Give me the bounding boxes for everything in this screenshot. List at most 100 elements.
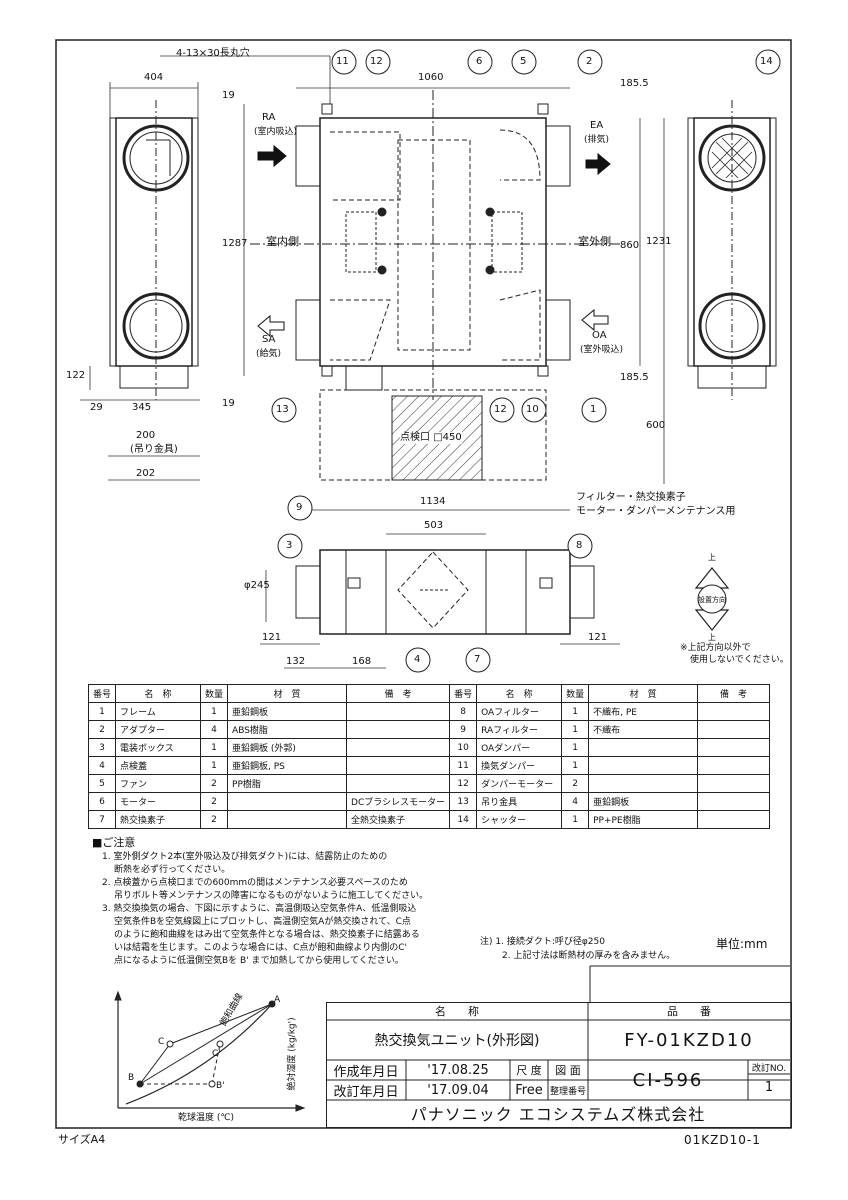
table-cell: 2 bbox=[200, 810, 229, 829]
paper-size: サイズA4 bbox=[58, 1133, 106, 1146]
oa-label: OA bbox=[592, 330, 607, 341]
dim-121-right: 121 bbox=[588, 632, 608, 643]
tb-code: FY-01KZD10 bbox=[624, 1029, 754, 1051]
balloon-3: 3 bbox=[286, 540, 293, 551]
note-1b: 断熱を必ず行ってください。 bbox=[114, 865, 231, 875]
balloon-6: 6 bbox=[476, 56, 483, 67]
table-cell bbox=[588, 756, 699, 775]
orient-mid: 設置方向 bbox=[698, 596, 726, 604]
chart-xlabel: 乾球温度 (℃) bbox=[178, 1113, 234, 1123]
th-note-2: 備 考 bbox=[697, 684, 770, 703]
tb-revno-value: 1 bbox=[764, 1079, 774, 1095]
balloon-10: 10 bbox=[526, 404, 539, 415]
th-name-2: 名 称 bbox=[476, 684, 563, 703]
right-side-view bbox=[687, 100, 777, 400]
table-cell: 電装ボックス bbox=[115, 738, 202, 757]
indoor-label: 室内側 bbox=[266, 235, 299, 248]
table-cell bbox=[346, 738, 451, 757]
notes-title: ■ご注意 bbox=[92, 836, 136, 849]
table-cell bbox=[697, 810, 770, 829]
table-cell: 1 bbox=[561, 756, 590, 775]
table-cell bbox=[697, 738, 770, 757]
table-cell: 13 bbox=[449, 792, 478, 811]
chart-point-a: A bbox=[274, 995, 281, 1005]
table-cell: 5 bbox=[87, 774, 117, 793]
note-3c: のように飽和曲線をはみ出て空気条件となる場合は、熱交換素子に結露ある bbox=[114, 930, 420, 940]
balloon-7: 7 bbox=[474, 654, 481, 665]
table-cell: 2 bbox=[200, 792, 229, 811]
tb-made-value: '17.08.25 bbox=[427, 1062, 489, 1078]
dim-202: 202 bbox=[136, 468, 156, 479]
orient-note-2: 使用しないでください。 bbox=[690, 655, 789, 665]
table-cell bbox=[346, 756, 451, 775]
table-cell: 全熱交換素子 bbox=[346, 810, 451, 829]
table-cell bbox=[697, 720, 770, 739]
note-2a: 2. 点検蓋から点検口までの600mmの間はメンテナンス必要スペースのため bbox=[102, 878, 408, 888]
dim-168: 168 bbox=[352, 656, 372, 667]
table-cell: 亜鉛鋼板 bbox=[588, 792, 699, 811]
dim-503: 503 bbox=[424, 520, 444, 531]
table-cell: フレーム bbox=[115, 702, 202, 721]
chart-point-b: B bbox=[128, 1073, 135, 1083]
balloon-8: 8 bbox=[576, 540, 583, 551]
dim-200: 200 bbox=[136, 430, 156, 441]
tb-made-label: 作成年月日 bbox=[333, 1064, 399, 1080]
table-cell: 1 bbox=[200, 756, 229, 775]
th-qty-1: 数量 bbox=[200, 684, 229, 703]
orient-note-1: ※上記方向以外で bbox=[680, 643, 751, 653]
maint-line-1: フィルター・熱交換素子 bbox=[576, 492, 686, 503]
ra-label: RA bbox=[262, 112, 276, 123]
sa-sub: (給気) bbox=[256, 349, 282, 359]
table-cell: 8 bbox=[449, 702, 478, 721]
table-cell: 亜鉛鋼板, PS bbox=[227, 756, 348, 775]
th-no-2: 番号 bbox=[449, 684, 478, 703]
table-cell: 6 bbox=[87, 792, 117, 811]
th-no-1: 番号 bbox=[87, 684, 117, 703]
tb-company: パナソニック エコシステムズ株式会社 bbox=[410, 1105, 706, 1124]
remark-1: 注) 1. 接続ダクト:呼び径φ250 bbox=[480, 937, 605, 947]
table-cell: 1 bbox=[200, 738, 229, 757]
table-cell bbox=[697, 756, 770, 775]
table-cell: 7 bbox=[87, 810, 117, 829]
table-cell bbox=[227, 810, 348, 829]
balloons bbox=[271, 49, 781, 673]
note-3d: いは結霜を生じます。このような場合には、C点が飽和曲線より内側のC' bbox=[114, 943, 407, 953]
chart-point-c: C bbox=[158, 1037, 165, 1047]
table-cell: 1 bbox=[561, 738, 590, 757]
table-cell: 不織布, PE bbox=[588, 702, 699, 721]
flow-arrows bbox=[257, 144, 611, 338]
balloon-13: 13 bbox=[276, 404, 289, 415]
dim-1231: 1231 bbox=[646, 236, 672, 247]
tb-ci: CI-596 bbox=[632, 1069, 704, 1091]
tb-scale-label: 尺 度 bbox=[516, 1064, 542, 1077]
th-qty-2: 数量 bbox=[561, 684, 590, 703]
dim-122: 122 bbox=[66, 370, 86, 381]
slot-label: 4-13×30長丸穴 bbox=[176, 48, 250, 59]
table-cell: 吊り金具 bbox=[476, 792, 563, 811]
tb-name-header: 名 称 bbox=[435, 1005, 479, 1018]
table-cell: モーター bbox=[115, 792, 202, 811]
tb-code-header: 品 番 bbox=[667, 1005, 711, 1018]
ra-sub: (室内吸込) bbox=[254, 127, 298, 137]
note-3a: 3. 熱交換換気の場合、下図に示すように、高温側吸込空気条件A、低温側吸込 bbox=[102, 904, 417, 914]
balloon-2: 2 bbox=[586, 56, 593, 67]
dim-185-top: 185.5 bbox=[620, 78, 649, 89]
plan-view bbox=[250, 90, 620, 481]
th-note-1: 備 考 bbox=[346, 684, 451, 703]
tb-scale-value: Free bbox=[515, 1082, 543, 1098]
table-cell: 1 bbox=[561, 720, 590, 739]
outdoor-label: 室外側 bbox=[578, 235, 611, 248]
note-1a: 1. 室外側ダクト2本(室外吸込及び排気ダクト)には、結露防止のための bbox=[102, 852, 388, 862]
chart-ylabel: 絶対湿度 (kg/kg') bbox=[287, 1017, 298, 1091]
balloon-14: 14 bbox=[760, 56, 773, 67]
th-mat-1: 材 質 bbox=[227, 684, 348, 703]
tb-revno-label: 改訂NO. bbox=[751, 1063, 787, 1074]
